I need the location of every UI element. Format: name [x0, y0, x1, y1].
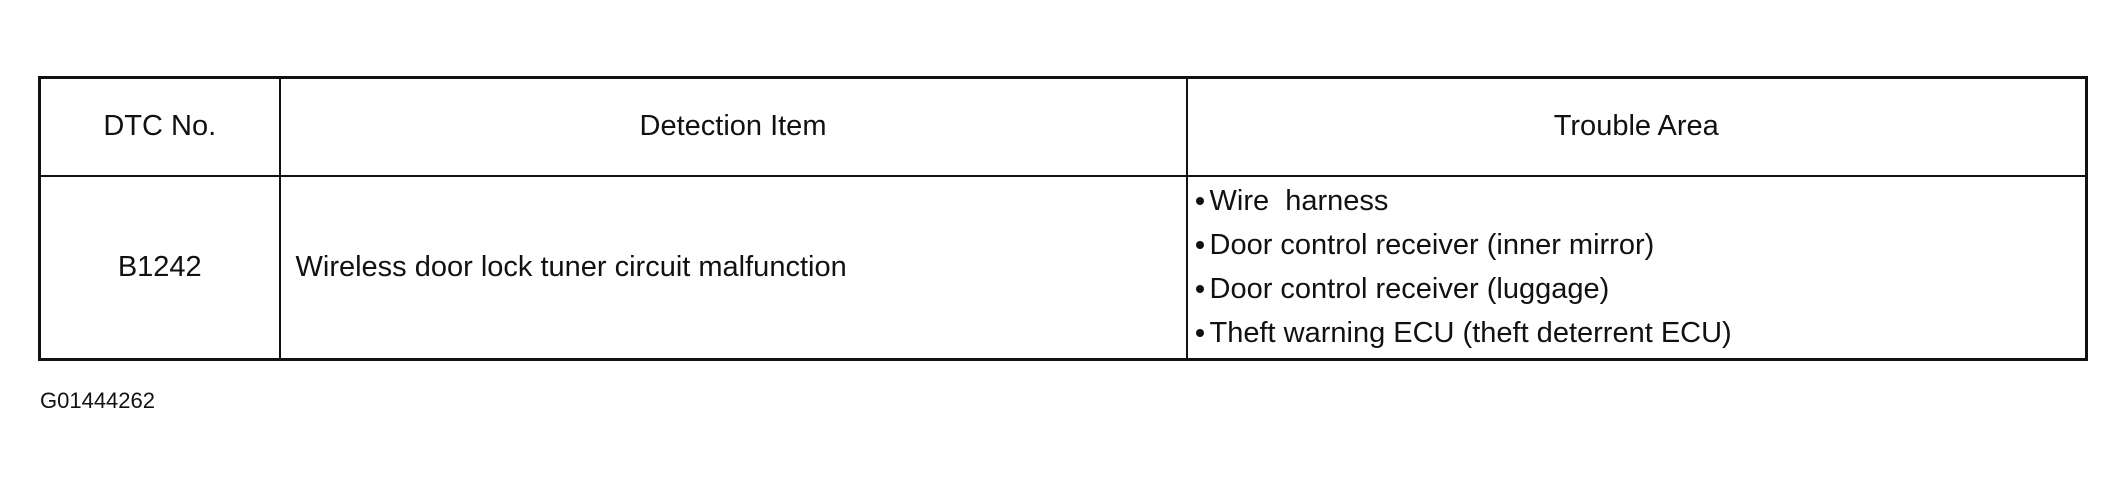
figure-id: G01444262 [40, 388, 155, 413]
header-row: DTC No. Detection Item Trouble Area [38, 76, 2088, 177]
dtc-code-cell: B1242 [38, 174, 281, 361]
trouble-area-text: Wire harness [1209, 184, 1389, 217]
bullet-icon [1195, 329, 1204, 338]
trouble-area-text: Theft warning ECU (theft deterrent ECU) [1209, 316, 1732, 349]
table-row: B1242 Wireless door lock tuner circuit m… [38, 174, 2088, 361]
header-trouble-area: Trouble Area [1185, 76, 2088, 177]
list-item: Theft warning ECU (theft deterrent ECU) [1195, 311, 2086, 355]
header-detection-item: Detection Item [278, 76, 1188, 177]
trouble-area-text: Door control receiver (inner mirror) [1209, 228, 1655, 261]
trouble-area-text: Door control receiver (luggage) [1209, 272, 1610, 305]
list-item: Wire harness [1195, 179, 2086, 223]
bullet-icon [1195, 197, 1204, 206]
bullet-icon [1195, 285, 1204, 294]
trouble-area-list: Wire harness Door control receiver (inne… [1195, 179, 2086, 355]
trouble-area-cell: Wire harness Door control receiver (inne… [1185, 174, 2088, 361]
bullet-icon [1195, 241, 1204, 250]
header-dtc-no: DTC No. [38, 76, 281, 177]
list-item: Door control receiver (luggage) [1195, 267, 2086, 311]
list-item: Door control receiver (inner mirror) [1195, 223, 2086, 267]
detection-item-cell: Wireless door lock tuner circuit malfunc… [278, 174, 1188, 361]
dtc-table: DTC No. Detection Item Trouble Area B124… [38, 76, 2088, 361]
